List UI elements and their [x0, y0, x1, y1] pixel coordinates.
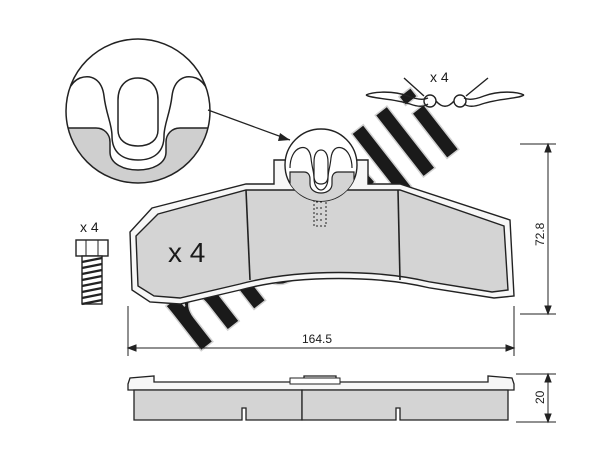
thickness-value: 20 — [533, 390, 547, 404]
height-value: 72.8 — [533, 222, 547, 246]
thickness-dimension — [516, 372, 556, 424]
height-dimension — [520, 142, 556, 316]
bolt-quantity: x 4 — [80, 219, 99, 235]
clip-quantity: x 4 — [430, 69, 449, 85]
bolt-icon — [75, 239, 109, 306]
brake-pad-front-view — [129, 159, 515, 305]
brake-pad-side-view — [127, 375, 515, 421]
width-value: 164.5 — [302, 332, 332, 346]
detail-magnifier — [65, 38, 291, 184]
width-dimension — [126, 306, 516, 356]
spring-clip-icon — [365, 77, 525, 108]
pad-quantity: x 4 — [168, 237, 205, 268]
